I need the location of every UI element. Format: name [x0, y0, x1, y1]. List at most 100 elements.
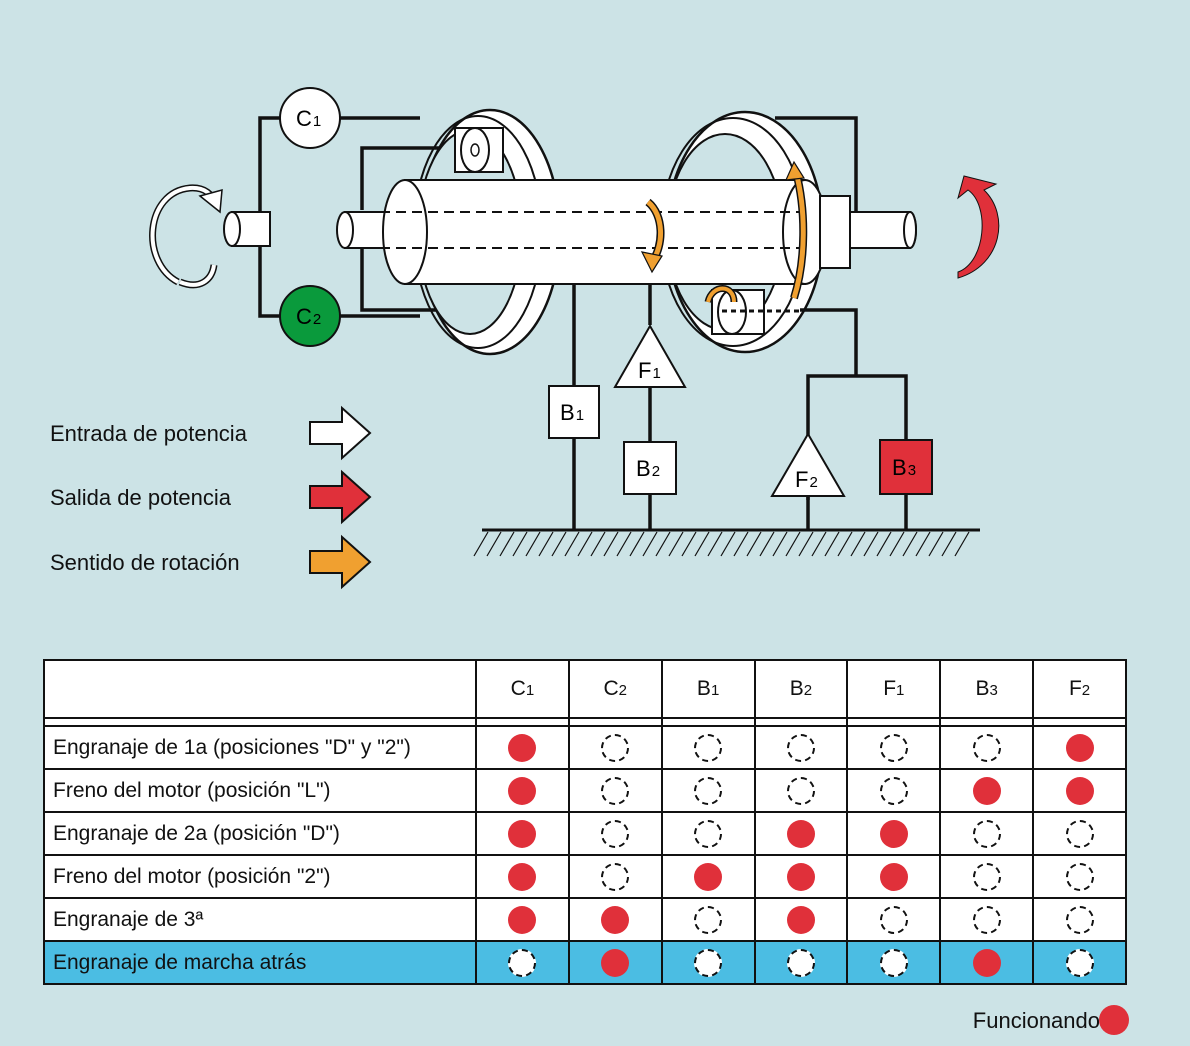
- state-cell: [660, 725, 756, 770]
- state-cell: [846, 725, 942, 770]
- state-cell: [475, 897, 570, 942]
- f1-label: F1: [638, 358, 661, 383]
- rotation-arrow-pinion: [704, 285, 738, 304]
- column-header: F2: [1032, 659, 1127, 718]
- inactive-dot-icon: [972, 905, 1001, 934]
- inactive-dot-icon: [786, 733, 815, 762]
- column-letter: C: [510, 677, 526, 700]
- planet-pinion-rear: [711, 289, 765, 335]
- state-cell: [660, 811, 756, 856]
- column-header: B2: [753, 659, 849, 718]
- input-rotation-icon: [149, 184, 223, 289]
- state-cell: [939, 940, 1035, 985]
- header-gap: [43, 717, 1127, 727]
- state-cell: [1032, 854, 1127, 899]
- state-cell: [939, 897, 1035, 942]
- active-dot-icon: [879, 862, 908, 891]
- state-cell: [753, 854, 849, 899]
- inactive-dot-icon: [879, 905, 908, 934]
- inactive-dot-icon: [601, 776, 630, 805]
- legend-rotation-label: Sentido de rotación: [50, 550, 240, 575]
- state-cell: [846, 768, 942, 813]
- state-cell: [753, 725, 849, 770]
- inactive-dot-icon: [694, 948, 723, 977]
- inactive-dot-icon: [879, 733, 908, 762]
- active-dot-icon: [508, 776, 537, 805]
- active-dot-icon: [786, 905, 815, 934]
- state-cell: [846, 897, 942, 942]
- state-cell: [753, 897, 849, 942]
- inactive-dot-icon: [601, 733, 630, 762]
- rotation-arrow-sun: [640, 198, 665, 274]
- active-dot-icon: [1065, 733, 1094, 762]
- active-dot-icon: [694, 862, 723, 891]
- state-cell: [753, 768, 849, 813]
- sun-gear-drum: [380, 179, 917, 285]
- inactive-dot-icon: [601, 862, 630, 891]
- column-header: C2: [567, 659, 663, 718]
- active-dot-icon: [1065, 776, 1094, 805]
- state-cell: [475, 854, 570, 899]
- active-dot-icon: [879, 819, 908, 848]
- state-cell: [1032, 897, 1127, 942]
- planet-pinion-front: [454, 127, 504, 173]
- table-row: Freno del motor (posición "2"): [43, 854, 1127, 899]
- input-arrow-icon: [309, 405, 372, 461]
- one-way-clutch-f2: F2: [770, 432, 846, 497]
- b1-label: B1: [560, 400, 584, 425]
- state-cell: [567, 854, 663, 899]
- state-cell: [660, 897, 756, 942]
- state-cell: [939, 811, 1035, 856]
- state-cell: [567, 811, 663, 856]
- inactive-dot-icon: [601, 819, 630, 848]
- brake-b2: B2: [623, 441, 677, 495]
- f2-label: F2: [795, 467, 818, 492]
- column-subscript: 3: [989, 682, 998, 699]
- row-label: Engranaje de 1a (posiciones "D" y "2"): [43, 725, 477, 770]
- active-dot-icon: [972, 948, 1001, 977]
- active-dot-icon: [508, 819, 537, 848]
- active-dot-icon: [508, 905, 537, 934]
- table-row: Engranaje de 3ª: [43, 897, 1127, 942]
- table-row: Engranaje de 1a (posiciones "D" y "2"): [43, 725, 1127, 770]
- inactive-dot-icon: [879, 776, 908, 805]
- output-rotation-icon: [957, 175, 1000, 279]
- state-cell: [1032, 768, 1127, 813]
- column-subscript: 1: [525, 682, 535, 699]
- c1-label: C1: [296, 106, 321, 131]
- inactive-dot-icon: [694, 819, 723, 848]
- state-cell: [475, 725, 570, 770]
- inactive-dot-icon: [972, 733, 1001, 762]
- state-cell: [846, 854, 942, 899]
- input-shaft: [223, 211, 271, 247]
- table-row: Engranaje de 2a (posición "D"): [43, 811, 1127, 856]
- brake-b1: B1: [548, 385, 600, 439]
- column-header: B3: [939, 659, 1035, 718]
- column-subscript: 2: [1081, 682, 1091, 699]
- column-subscript: 2: [618, 682, 628, 699]
- output-arrow-icon: [309, 469, 372, 525]
- clutch-frame: [258, 116, 477, 318]
- ground-hatch: [473, 528, 980, 557]
- clutch-c2: C2: [279, 285, 341, 347]
- state-cell: [753, 940, 849, 985]
- inactive-dot-icon: [694, 776, 723, 805]
- state-cell: [567, 725, 663, 770]
- operating-dot-icon: [1099, 1005, 1129, 1035]
- state-cell: [567, 768, 663, 813]
- footer-label: Funcionando: [972, 1008, 1100, 1033]
- b3-label: B3: [892, 455, 916, 480]
- rotation-arrow-ring: [785, 160, 808, 300]
- inactive-dot-icon: [972, 862, 1001, 891]
- clutch-c1: C1: [279, 87, 341, 149]
- state-cell: [660, 854, 756, 899]
- column-header: B1: [660, 659, 756, 718]
- table-row: Engranaje de marcha atrás: [43, 940, 1127, 985]
- column-letter: F: [1068, 677, 1082, 700]
- c2-label: C2: [296, 304, 321, 329]
- legend-output-label: Salida de potencia: [50, 485, 232, 510]
- inactive-dot-icon: [694, 905, 723, 934]
- state-cell: [1032, 811, 1127, 856]
